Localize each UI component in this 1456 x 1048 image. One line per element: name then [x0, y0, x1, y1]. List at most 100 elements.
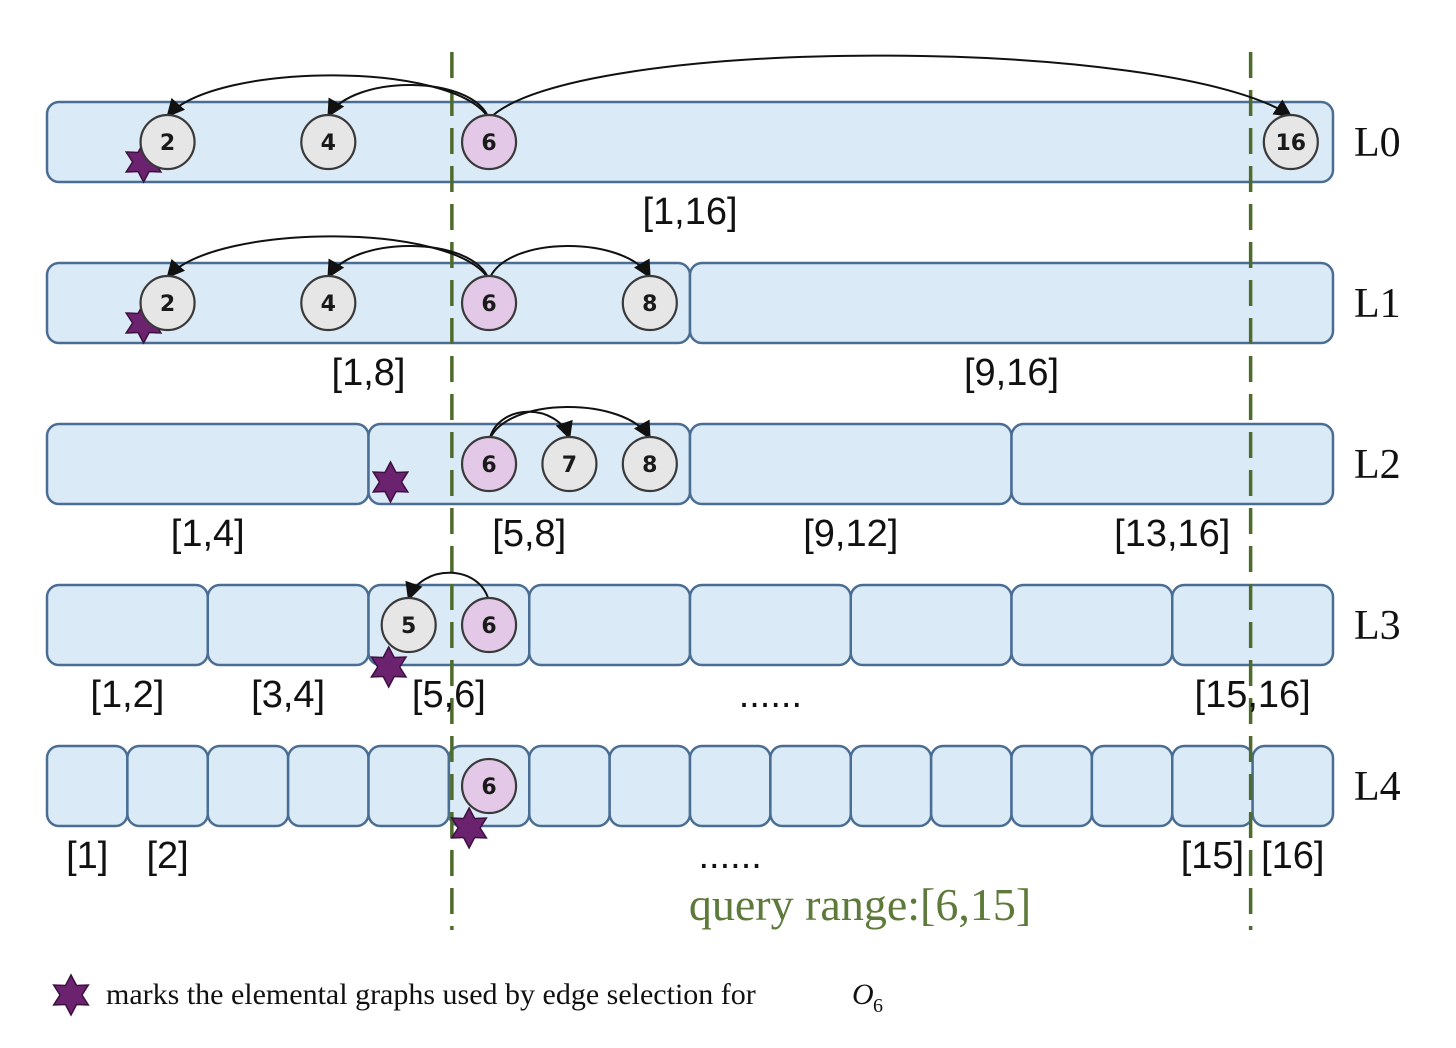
edge-6-to-8: [488, 245, 651, 281]
segment-l4-10: [769, 744, 852, 828]
segment-l4-8: [608, 744, 692, 828]
range-label: [9,12]: [803, 513, 898, 555]
range-label: [13,16]: [1114, 513, 1230, 555]
segment-l4-9: [688, 744, 772, 828]
segment-l3-5: [688, 583, 852, 667]
segment-l4-3: [206, 744, 290, 828]
level-label-l0: L0: [1354, 120, 1401, 166]
segment-l4-1: [45, 744, 129, 828]
segment-l3-6: [849, 583, 1013, 667]
node-8-label: 8: [642, 292, 657, 317]
edge-6-to-16: [488, 54, 1293, 120]
node-7-circle: [541, 435, 598, 493]
range-label: [15]: [1181, 835, 1244, 877]
node-6-label: 6: [481, 775, 496, 800]
segment-l4-13: [1010, 744, 1094, 828]
node-5-circle: [380, 596, 437, 654]
node-6-circle: [460, 757, 518, 815]
elemental-graph-star-icon: [450, 806, 488, 850]
level-label-l3: L3: [1354, 603, 1401, 649]
segment-l4-14: [1090, 744, 1174, 828]
segment-l3-8: [1171, 583, 1335, 667]
node-2-circle: [139, 113, 196, 171]
legend-star-icon: [52, 973, 90, 1017]
node-5-label: 5: [401, 614, 416, 639]
edge-6-to-2: [166, 235, 490, 281]
edge-6-to-2: [166, 74, 490, 120]
range-label: [5,6]: [412, 674, 486, 716]
segment-l4-7: [528, 744, 611, 828]
range-label: [9,16]: [964, 352, 1059, 394]
edge-6-to-5: [405, 571, 491, 603]
level-label-l1: L1: [1354, 281, 1401, 327]
node-16-label: 16: [1276, 131, 1307, 156]
edge-6-to-4: [327, 84, 491, 120]
node-8-circle: [621, 435, 678, 493]
node-6-circle: [460, 596, 518, 654]
segment-l4-12: [929, 744, 1013, 828]
node-2-circle: [139, 274, 196, 332]
edge-6-to-4: [327, 245, 491, 281]
labels-layer: [1,16] L0 [1,8] [9,16] L1 [1,4] [5,8] [9,12] [13…: [66, 120, 1401, 877]
elemental-graph-star-icon: [370, 645, 408, 689]
legend-symbol: O: [852, 978, 874, 1011]
range-label: [5,8]: [492, 513, 566, 555]
range-label: [1,2]: [90, 674, 164, 716]
range-label: [15,16]: [1195, 674, 1311, 716]
range-label: ......: [739, 674, 802, 716]
node-4-circle: [300, 113, 357, 171]
segment-l4-15: [1171, 744, 1254, 828]
elemental-graph-star-icon: [371, 460, 410, 504]
range-label: [1,16]: [642, 191, 737, 233]
range-label: [3,4]: [251, 674, 325, 716]
range-label: [1,4]: [171, 513, 245, 555]
node-4-circle: [300, 274, 357, 332]
node-6-label: 6: [481, 292, 496, 317]
level-label-l2: L2: [1354, 442, 1401, 488]
node-2-label: 2: [160, 292, 175, 317]
segment-l2-1: [45, 422, 370, 506]
segment-l3-1: [45, 583, 209, 667]
node-6-circle: [460, 274, 518, 332]
edges-layer: [166, 54, 1293, 603]
segment-l4-4: [286, 744, 370, 828]
node-8-label: 8: [642, 453, 657, 478]
segment-l3-2: [206, 583, 370, 667]
node-2-label: 2: [160, 131, 175, 156]
legend-star-shape: [52, 973, 90, 1017]
node-6-label: 6: [481, 131, 496, 156]
segment-l2-3: [688, 422, 1013, 506]
range-label: [2]: [146, 835, 188, 877]
segment-l4-11: [849, 744, 933, 828]
edge-6-to-8: [488, 406, 651, 442]
range-label: [16]: [1261, 835, 1324, 877]
node-4-label: 4: [321, 131, 336, 156]
segment-l3-4: [528, 583, 692, 667]
node-6-label: 6: [481, 453, 496, 478]
range-label: ......: [699, 835, 762, 877]
level-label-l4: L4: [1354, 764, 1401, 810]
node-7-label: 7: [562, 453, 577, 478]
segment-l4-5: [367, 744, 451, 828]
node-8-circle: [621, 274, 678, 332]
node-6-circle: [460, 435, 518, 493]
segment-l1-2: [688, 261, 1335, 345]
segment-l0-1: [45, 100, 1335, 184]
segment-l2-4: [1010, 422, 1335, 506]
node-16-circle: [1262, 113, 1319, 171]
query-range-label: query range:[6,15]: [689, 879, 1031, 930]
node-6-circle: [460, 113, 518, 171]
range-label: [1]: [66, 835, 108, 877]
nodes-layer: 2 4 6 16 2 4 6 8 6 7 8 5 6 6: [124, 113, 1319, 850]
node-6-label: 6: [481, 614, 496, 639]
node-4-label: 4: [321, 292, 336, 317]
legend: marks the elemental graphs used by edge …: [52, 973, 883, 1017]
query-lines-layer: [450, 52, 1253, 930]
segment-l4-16: [1251, 744, 1335, 828]
segment-l3-7: [1010, 583, 1174, 667]
legend-subscript: 6: [873, 995, 883, 1017]
segment-l4-2: [126, 744, 209, 828]
legend-text: marks the elemental graphs used by edge …: [106, 978, 756, 1011]
range-label: [1,8]: [332, 352, 406, 394]
